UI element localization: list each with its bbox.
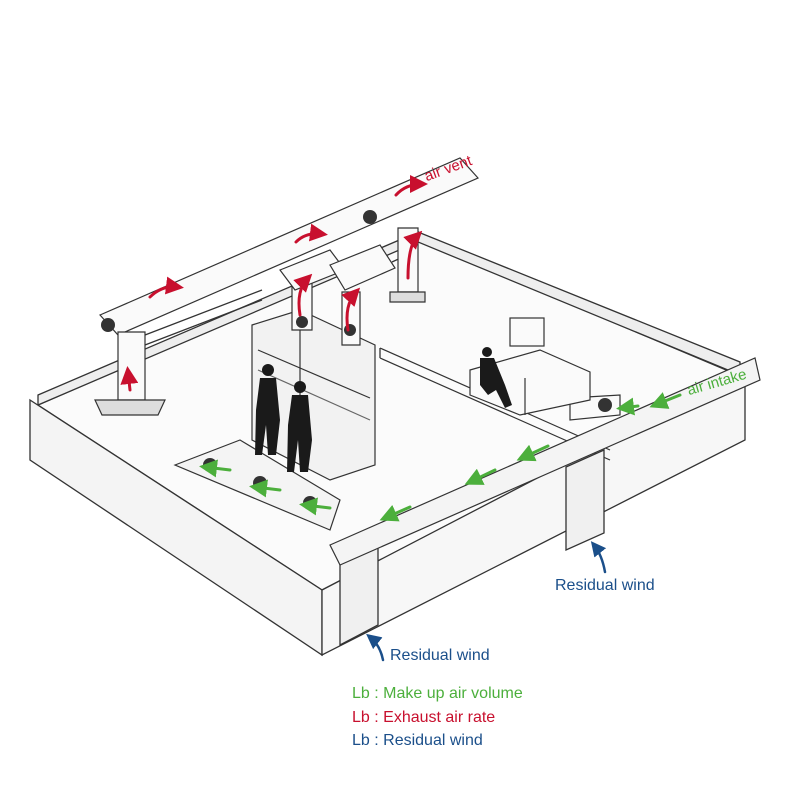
- fan-icon: [101, 318, 115, 332]
- fan-icon: [303, 496, 317, 510]
- makeup-arrow: [379, 504, 412, 522]
- legend: Lb : Make up air volume Lb : Exhaust air…: [352, 682, 523, 753]
- residual-arrows: [366, 541, 607, 662]
- residual-wind-label-right: Residual wind: [555, 577, 655, 594]
- doors: [339, 448, 605, 647]
- makeup-arrow: [464, 468, 497, 485]
- legend-item-exhaust: Lb : Exhaust air rate: [352, 706, 523, 730]
- exhaust-arrow: [394, 175, 428, 197]
- residual-arrow: [366, 633, 385, 662]
- fan-icon: [203, 458, 217, 472]
- legend-text: Exhaust air rate: [383, 708, 496, 726]
- exhaust-arrow: [341, 287, 361, 332]
- exhaust-arrows: [120, 175, 428, 392]
- legend-text: Make up air volume: [383, 685, 523, 702]
- legend-item-makeup: Lb : Make up air volume: [352, 682, 523, 706]
- makeup-arrow: [199, 459, 232, 478]
- makeup-arrow: [299, 497, 332, 516]
- fan-icon: [296, 316, 308, 328]
- workstation: [469, 317, 591, 416]
- legend-separator: :: [369, 708, 384, 726]
- person-icon: [255, 364, 280, 455]
- legend-key: Lb: [352, 732, 370, 749]
- makeup-arrow: [249, 479, 282, 498]
- monitor-icon: [509, 317, 545, 347]
- makeup-arrows: [199, 392, 682, 522]
- person-icon: [287, 381, 312, 472]
- people: [255, 347, 512, 472]
- exhaust-arrow: [403, 230, 423, 280]
- fan-icon: [598, 398, 612, 412]
- exhaust-arrow: [294, 223, 328, 244]
- residual-arrow: [590, 541, 607, 574]
- building-shell: [29, 231, 746, 657]
- person-icon: [480, 347, 512, 408]
- exhaust-arrow: [120, 366, 139, 392]
- makeup-arrow: [616, 397, 640, 416]
- makeup-arrow: [649, 392, 682, 409]
- legend-separator: :: [369, 685, 384, 702]
- residual-wind-label-left: Residual wind: [390, 647, 490, 664]
- legend-text: Residual wind: [383, 732, 483, 749]
- legend-item-residual: Lb : Residual wind: [352, 729, 523, 753]
- legend-key: Lb: [352, 708, 370, 726]
- legend-key: Lb: [352, 685, 370, 702]
- legend-separator: :: [369, 732, 384, 749]
- makeup-arrow: [516, 444, 550, 462]
- exhaust-arrow: [293, 273, 313, 317]
- exhaust-arrow: [148, 276, 184, 299]
- fan-icon: [344, 324, 356, 336]
- fan-icon: [363, 210, 377, 224]
- door-right: [565, 448, 605, 552]
